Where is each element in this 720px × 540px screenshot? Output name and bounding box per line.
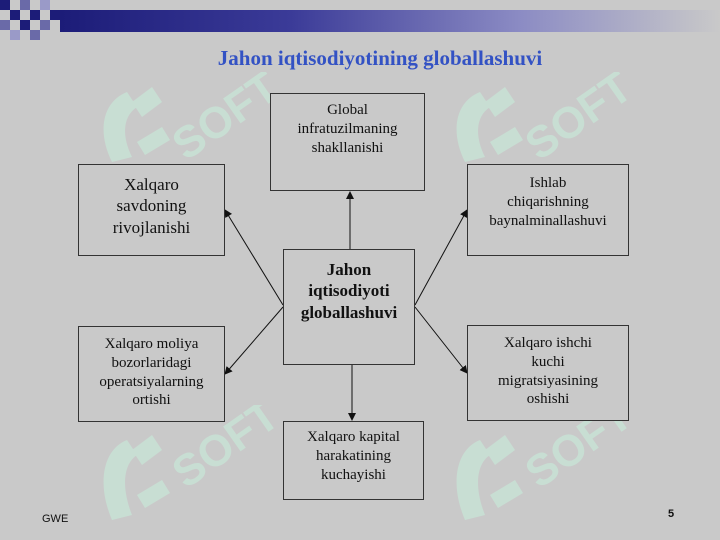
soft-logo-icon: SOFT — [456, 72, 635, 170]
arrow-to-upper-left — [224, 209, 284, 306]
node-line: baynalminallashuvi — [489, 212, 607, 229]
node-international-trade: Xalqaro savdoning rivojlanishi — [78, 164, 225, 256]
node-global-infrastructure: Global infratuzilmaning shakllanishi — [270, 93, 425, 191]
node-line: oshishi — [526, 391, 570, 408]
node-line: shakllanishi — [311, 139, 384, 156]
header-square — [30, 10, 40, 20]
arrow-to-upper-right — [414, 209, 468, 306]
node-line: operatsiyalarning — [99, 373, 204, 390]
node-line: bozorlaridagi — [111, 354, 192, 371]
page-number: 5 — [668, 508, 675, 520]
arrow-to-lower-right — [414, 306, 468, 374]
node-capital-movement: Xalqaro kapital harakatining kuchayishi — [283, 421, 424, 500]
node-line: infratuzilmaning — [297, 120, 398, 137]
soft-logo-icon: SOFT — [103, 72, 282, 170]
header-square — [40, 0, 50, 10]
header-square — [20, 20, 30, 30]
node-line: iqtisodiyoti — [308, 281, 390, 301]
node-production-internationalization: Ishlab chiqarishning baynalminallashuvi — [467, 164, 629, 256]
node-center-globalization: Jahon iqtisodiyoti globallashuvi — [283, 249, 415, 365]
header-square — [40, 20, 50, 30]
node-line: rivojlanishi — [112, 217, 191, 237]
header-square — [0, 0, 10, 10]
node-line: Xalqaro — [124, 175, 179, 194]
slide-title: Jahon iqtisodiyotining globallashuvi — [217, 46, 543, 70]
node-line: Global — [327, 102, 368, 118]
header-square — [20, 0, 30, 10]
node-line: migratsiyasining — [498, 372, 598, 389]
node-line: kuchi — [531, 353, 565, 370]
node-line: harakatining — [316, 447, 391, 464]
node-labor-migration: Xalqaro ishchi kuchi migratsiyasining os… — [467, 325, 629, 421]
footer-label: GWE — [42, 513, 69, 525]
node-line: chiqarishning — [507, 193, 589, 210]
node-line: Xalqaro moliya — [104, 336, 199, 352]
node-line: Xalqaro ishchi — [504, 335, 592, 351]
node-line: kuchayishi — [320, 466, 386, 483]
node-financial-markets: Xalqaro moliya bozorlaridagi operatsiyal… — [78, 326, 225, 422]
arrow-to-lower-left — [224, 306, 284, 375]
header-square — [10, 10, 20, 20]
node-line: savdoning — [116, 196, 187, 216]
header-square — [0, 20, 10, 30]
header-square — [30, 30, 40, 40]
node-line: Jahon — [326, 260, 372, 279]
header-bar — [60, 10, 720, 32]
node-line: ortishi — [132, 392, 171, 409]
header-square — [50, 10, 60, 20]
header-square — [10, 30, 20, 40]
node-line: Xalqaro kapital — [307, 429, 400, 445]
node-line: globallashuvi — [300, 302, 398, 322]
node-line: Ishlab — [529, 175, 567, 191]
